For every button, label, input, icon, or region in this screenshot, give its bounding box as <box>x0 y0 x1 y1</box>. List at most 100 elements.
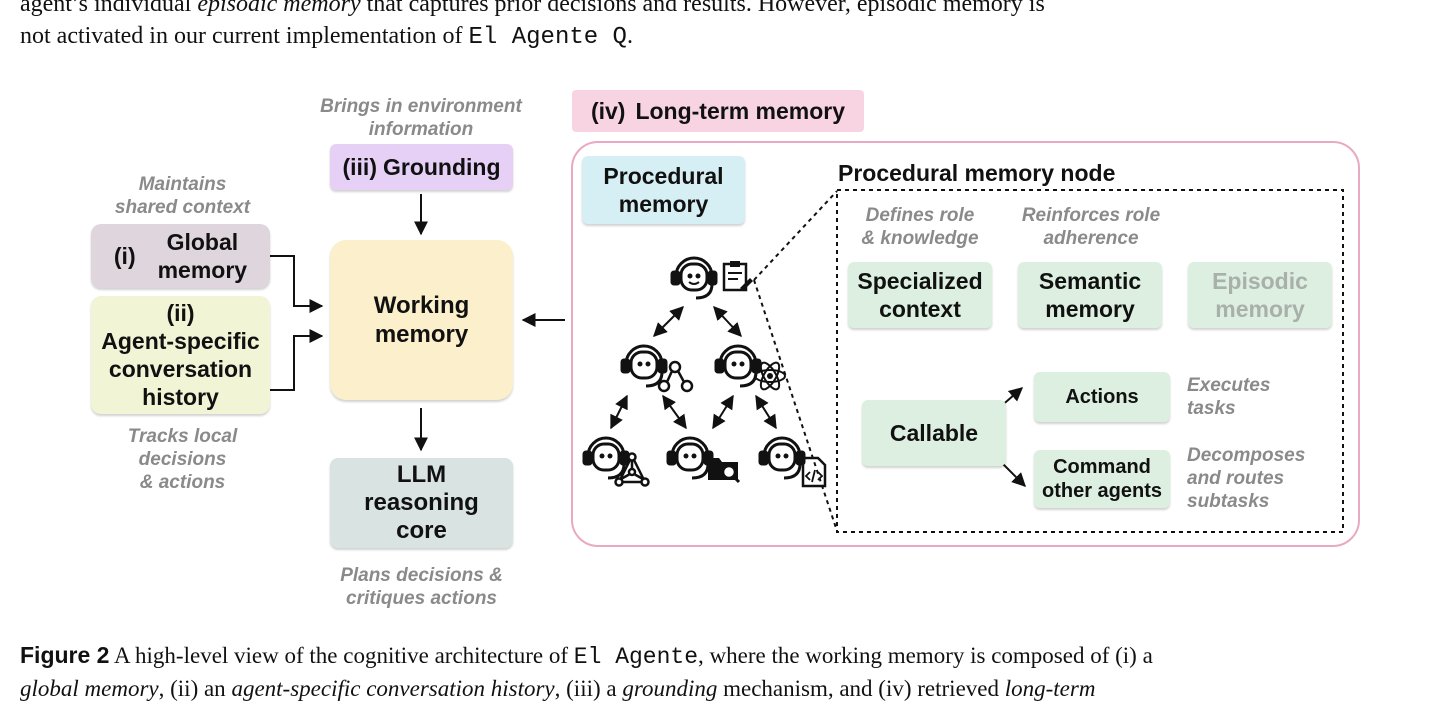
agent-icon <box>582 436 630 480</box>
graph-icon <box>657 360 694 393</box>
actions-note: Executes tasks <box>1187 374 1327 420</box>
note-line: Executes <box>1187 375 1271 396</box>
actions-box: Actions <box>1034 372 1170 422</box>
label-line: other agents <box>1041 480 1163 502</box>
agent-icon <box>666 436 714 480</box>
intro-text: agent’s individual <box>20 0 198 17</box>
caption-text: A high-level view of the cognitive archi… <box>109 643 574 668</box>
semantic-memory-note: Reinforces role adherence <box>1010 204 1172 250</box>
note-line: Decomposes <box>1187 445 1306 466</box>
note-line: tasks <box>1187 398 1236 419</box>
intro-code: El Agente Q <box>468 24 627 51</box>
caption-code: El Agente <box>573 644 699 670</box>
caption-text: mechanism, and (iv) retrieved <box>717 676 1005 701</box>
procedural-memory-box: Procedural memory <box>582 156 745 224</box>
global-memory-note: Maintains shared context <box>100 173 265 219</box>
grounding-box: (iii) Grounding <box>330 144 513 190</box>
agent-history-number: (ii) <box>166 300 195 326</box>
label-line: Episodic <box>1212 268 1308 294</box>
note-line: & knowledge <box>861 228 979 249</box>
note-line: Defines role <box>865 205 975 226</box>
label-line: core <box>396 517 447 544</box>
actions-label: Actions <box>1065 385 1139 408</box>
label-line: memory <box>157 257 248 283</box>
note-line: information <box>368 119 474 140</box>
figure-number: Figure 2 <box>20 642 110 668</box>
note-line: Plans decisions & <box>340 565 503 586</box>
label-line: memory <box>1045 296 1135 322</box>
global-memory-label: Global memory <box>158 228 247 284</box>
intro-text: not activated in our current implementat… <box>20 23 469 49</box>
llm-core-box: LLM reasoning core <box>330 458 513 548</box>
label-line: history <box>142 384 219 410</box>
label-line: Working <box>373 292 470 319</box>
global-memory-number: (i) <box>113 242 136 269</box>
grounding-label: Grounding <box>382 153 501 180</box>
global-memory-box: (i) Global memory <box>91 224 270 288</box>
caption-emphasis: agent-specific conversation history <box>231 676 555 701</box>
caption-emphasis: global memory <box>20 676 159 701</box>
folder-search-icon <box>708 458 741 484</box>
note-line: decisions <box>138 449 227 470</box>
note-line: & actions <box>139 472 226 493</box>
caption-emphasis: grounding <box>622 676 718 701</box>
note-line: subtasks <box>1187 491 1270 512</box>
note-line: Reinforces role <box>1021 205 1161 226</box>
note-line: Maintains <box>138 174 227 195</box>
semantic-memory-box: Semantic memory <box>1018 262 1162 328</box>
label-line: LLM <box>396 461 447 488</box>
agent-icon <box>620 344 668 388</box>
specialized-context-note: Defines role & knowledge <box>845 204 995 250</box>
agent-history-box: (ii) Agent-specific conversation history <box>91 296 270 414</box>
label-line: Command <box>1053 456 1151 478</box>
specialized-context-box: Specialized context <box>848 262 992 328</box>
caption-text: , (ii) an <box>158 676 232 701</box>
long-term-memory-label: Long-term memory <box>635 97 846 124</box>
note-line: critiques actions <box>346 588 497 609</box>
label-line: reasoning <box>364 489 479 516</box>
grounding-note: Brings in environment information <box>302 95 540 141</box>
callable-box: Callable <box>862 400 1006 466</box>
working-memory-box: Working memory <box>330 240 513 400</box>
note-line: adherence <box>1043 228 1139 249</box>
agent-history-note: Tracks local decisions & actions <box>100 425 265 494</box>
procedural-node-title: Procedural memory node <box>838 160 1116 186</box>
caption-text: , (iii) a <box>554 676 623 701</box>
long-term-memory-number: (iv) <box>590 97 626 124</box>
label-line: memory <box>618 191 709 217</box>
atom-icon <box>754 361 786 391</box>
note-line: shared context <box>114 197 251 218</box>
note-line: Brings in environment <box>320 96 522 117</box>
label-line: Agent-specific <box>101 328 260 354</box>
command-agents-box: Command other agents <box>1034 450 1170 508</box>
note-line: Tracks local <box>127 426 238 447</box>
label-line: memory <box>1215 296 1305 322</box>
code-file-icon <box>801 456 827 488</box>
label-line: Procedural <box>603 163 724 189</box>
intro-text: . <box>626 23 633 49</box>
long-term-memory-title: (iv) Long-term memory <box>572 90 864 132</box>
network-icon <box>614 452 650 487</box>
callable-label: Callable <box>889 419 979 446</box>
grounding-number: (iii) <box>342 153 377 180</box>
label-line: Global <box>166 229 239 255</box>
label-line: Specialized <box>857 268 983 294</box>
caption-text: , where the working memory is composed o… <box>698 643 1153 668</box>
label-line: memory <box>374 321 469 348</box>
intro-paragraph: agent’s individual episodic memory that … <box>20 0 1430 54</box>
intro-text: that captures prior decisions and result… <box>360 0 1045 17</box>
note-line: and routes <box>1187 468 1285 489</box>
caption-emphasis: long-term <box>1004 676 1096 701</box>
label-line: conversation <box>108 356 253 382</box>
agent-icon <box>670 256 718 300</box>
command-agents-note: Decomposes and routes subtasks <box>1187 444 1337 513</box>
intro-emphasis: episodic memory <box>197 0 361 17</box>
clipboard-icon <box>722 261 753 292</box>
figure-caption: Figure 2 A high-level view of the cognit… <box>20 640 1430 704</box>
label-line: Semantic <box>1038 268 1142 294</box>
episodic-memory-box: Episodic memory <box>1188 262 1332 328</box>
agent-icon <box>714 344 762 388</box>
llm-core-note: Plans decisions & critiques actions <box>300 564 543 610</box>
label-line: context <box>879 296 961 322</box>
